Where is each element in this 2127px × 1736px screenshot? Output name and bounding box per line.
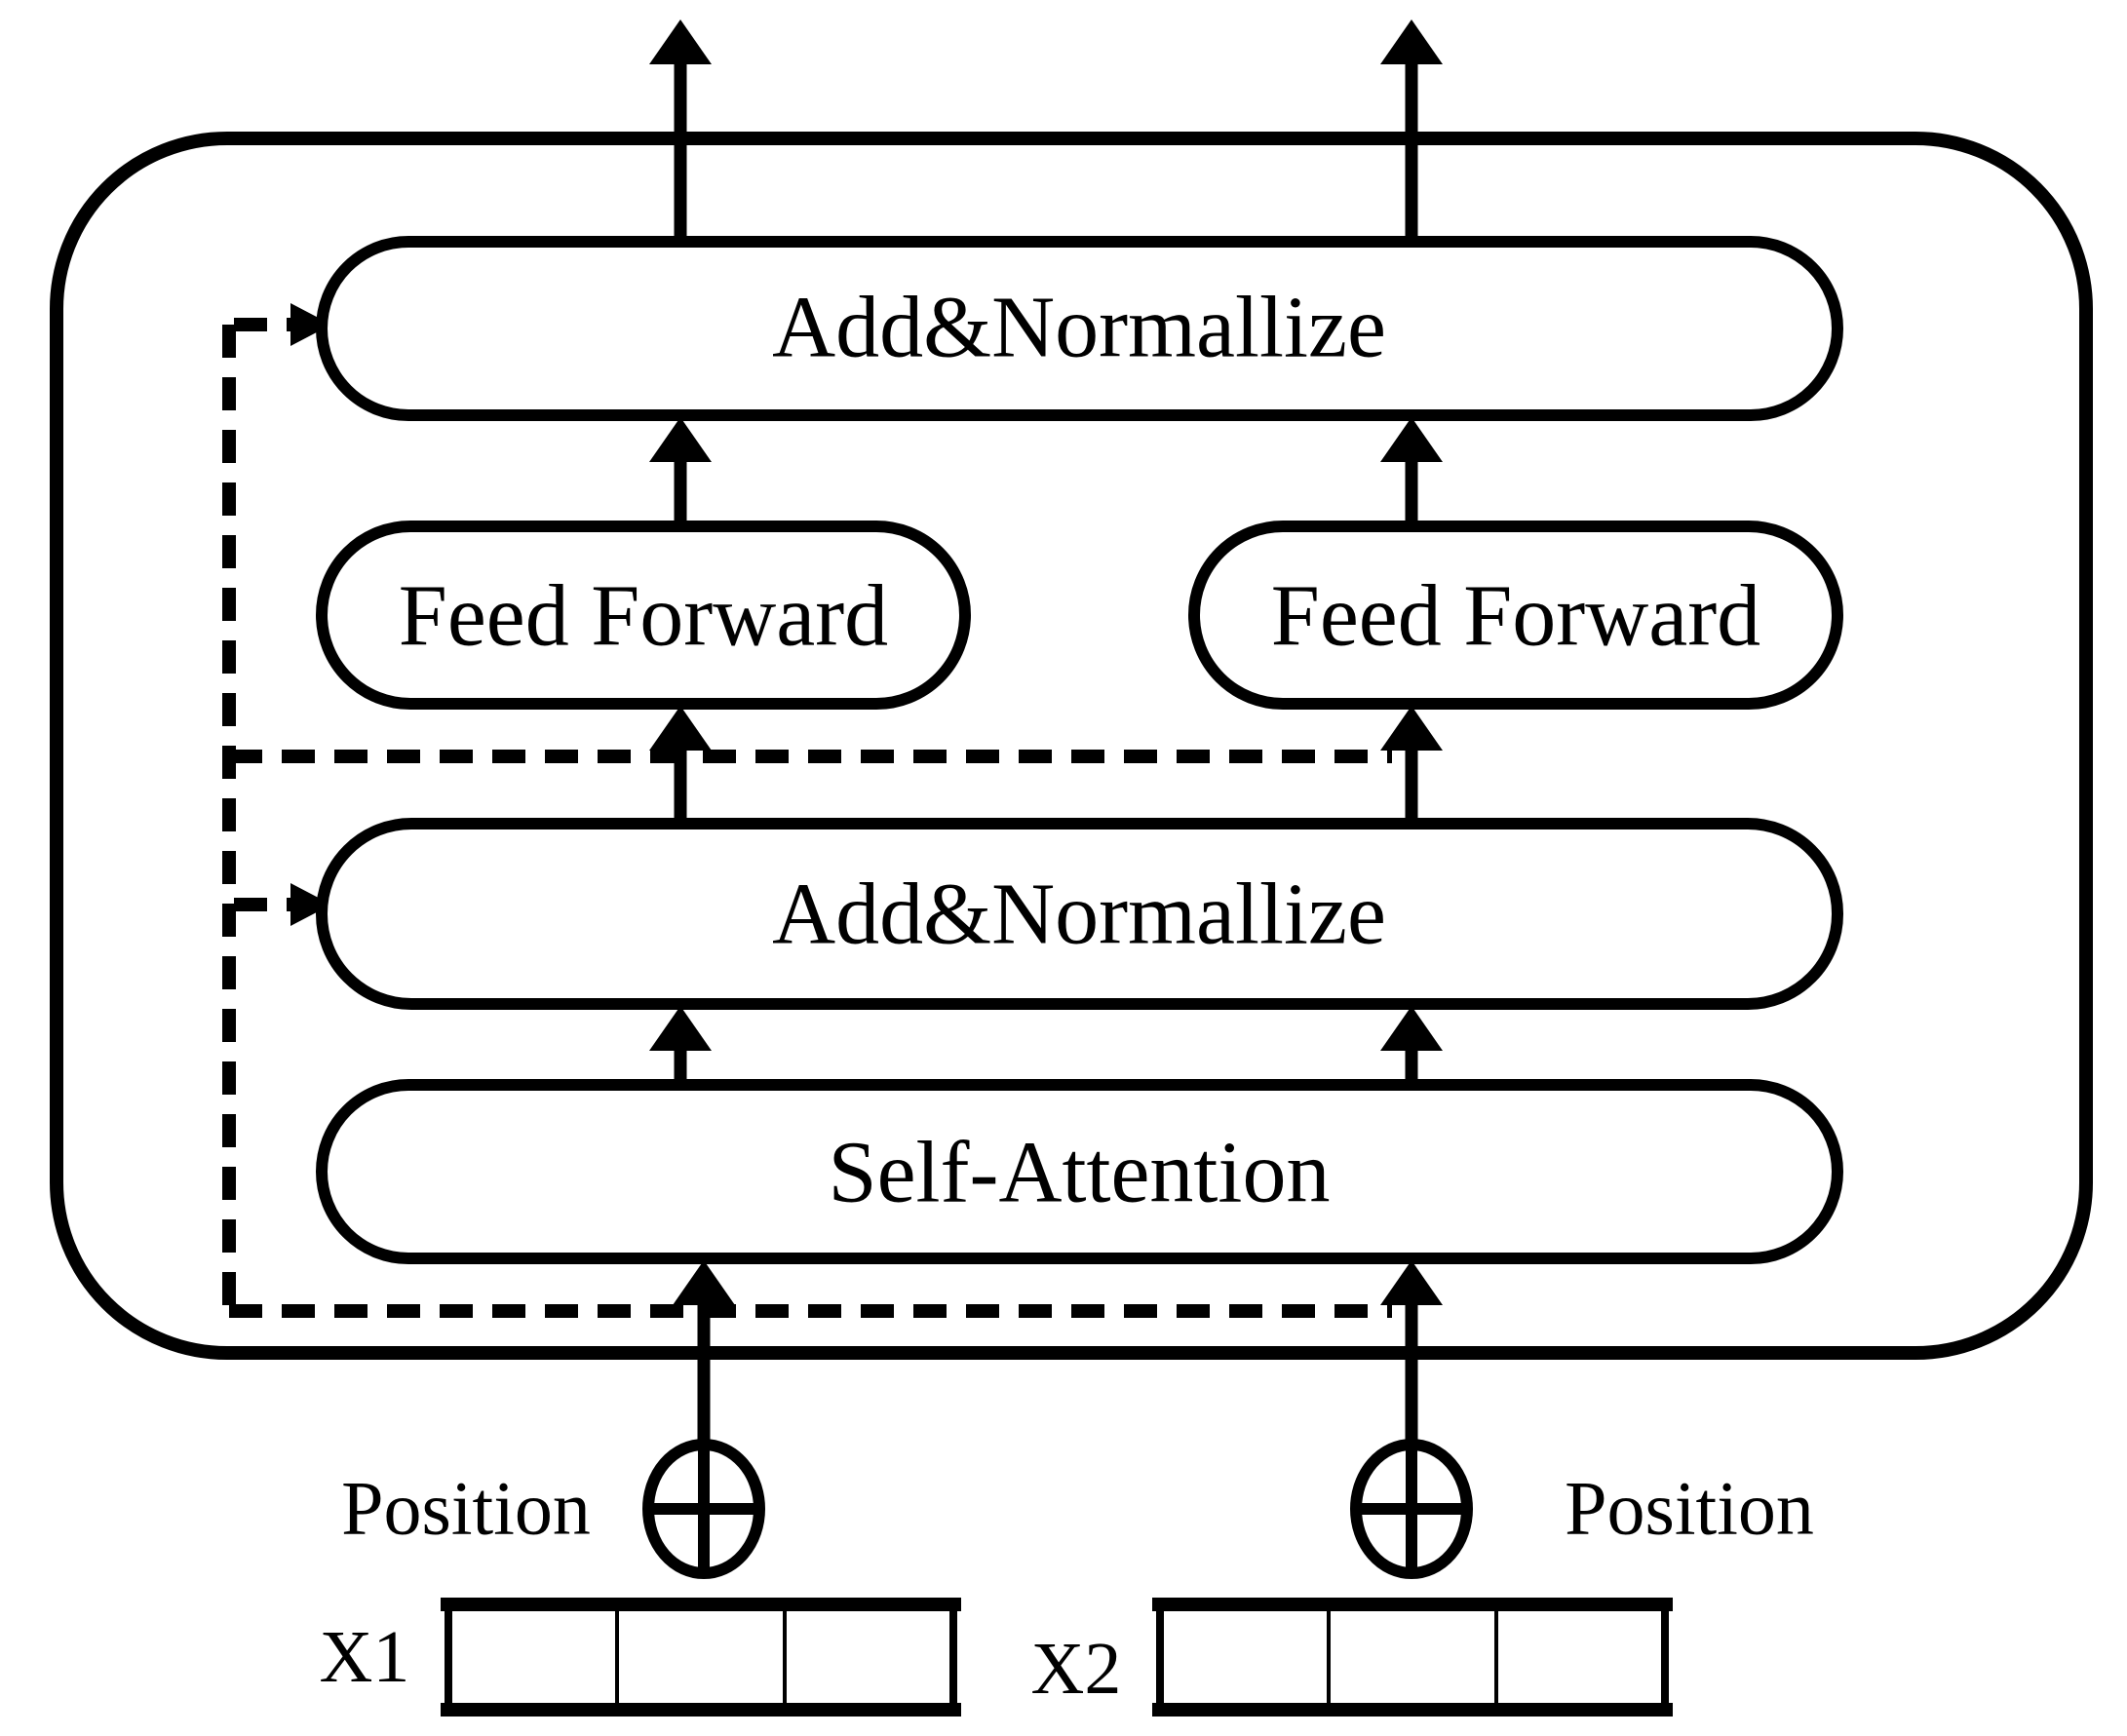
input-arrow-right (1380, 1260, 1443, 1447)
arrow-head (290, 883, 331, 926)
position-label-left: Position (341, 1466, 591, 1551)
self-attention-box (316, 1079, 1843, 1264)
feed-forward-right-box (1188, 521, 1843, 710)
input-arrow-left (673, 1260, 735, 1447)
residual-arrow-into-top-addnorm (234, 303, 331, 346)
arrow-head (649, 19, 712, 64)
arrow-head (1380, 19, 1443, 64)
add-normalize-top-label: Add&Normallize (772, 280, 1386, 376)
add-normalize-middle-box (316, 818, 1843, 1010)
x2-vector: X2 (1031, 1598, 1673, 1717)
position-label-right: Position (1565, 1466, 1814, 1551)
arrow-head (1380, 1006, 1443, 1051)
x1-vector-box (445, 1601, 957, 1714)
arrow-head (649, 1006, 712, 1051)
arrow-head (649, 417, 712, 462)
ff-to-addnorm-arrow-right (1380, 417, 1443, 526)
x2-label: X2 (1031, 1628, 1122, 1710)
selfattn-to-addnorm-arrow-right (1380, 1006, 1443, 1085)
arrow-head (1380, 417, 1443, 462)
feed-forward-right-label: Feed Forward (1271, 568, 1760, 665)
residual-arrow-into-middle-addnorm (234, 883, 331, 926)
ff-to-addnorm-arrow-left (649, 417, 712, 526)
encoder-outer-box (50, 132, 2093, 1360)
arrow-head (1380, 706, 1443, 751)
selfattn-to-addnorm-arrow-left (649, 1006, 712, 1085)
add-normalize-top-box (316, 236, 1843, 421)
circled-plus-icon-right (1350, 1439, 1473, 1579)
addnorm-to-ff-arrow-left (649, 706, 712, 824)
self-attention-label: Self-Attention (829, 1125, 1331, 1221)
add-normalize-middle-label: Add&Normallize (772, 867, 1386, 963)
x1-label: X1 (320, 1616, 410, 1698)
circled-plus-icon-left (642, 1439, 765, 1579)
arrow-head (649, 706, 712, 751)
addnorm-to-ff-arrow-right (1380, 706, 1443, 824)
arrow-head (673, 1260, 735, 1305)
output-arrow-left (649, 19, 712, 242)
x2-vector-box (1156, 1601, 1669, 1714)
output-arrow-right (1380, 19, 1443, 242)
arrow-head (290, 303, 331, 346)
feed-forward-left-box (316, 521, 971, 710)
feed-forward-left-label: Feed Forward (399, 568, 888, 665)
arrow-head (1380, 1260, 1443, 1305)
x1-vector: X1 (320, 1598, 961, 1717)
